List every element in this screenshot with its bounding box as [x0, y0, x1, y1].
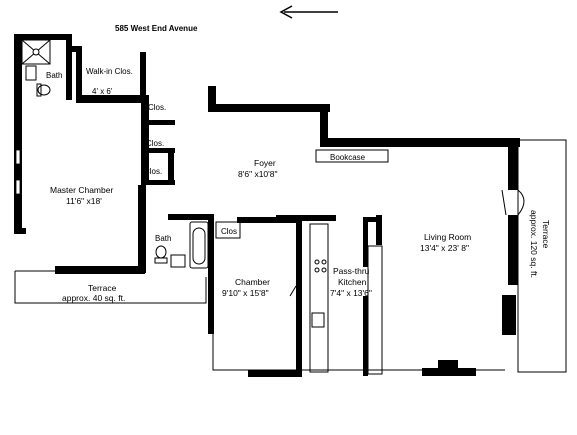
foyer-dims: 8'6" x10'8" [238, 169, 278, 179]
chamber-label: Chamber [235, 277, 270, 287]
master-bath-label: Bath [46, 71, 62, 80]
windows [15, 149, 21, 195]
walls [14, 34, 520, 377]
kitchen-label-line2: Kitchen [338, 277, 367, 287]
hall-closet-label: Clos [221, 227, 237, 236]
chamber-dims: 9'10" x 15'8" [222, 288, 269, 298]
kitchen-dims: 7'4" x 13'6" [330, 288, 372, 298]
address-label: 585 West End Avenue [115, 24, 198, 33]
closet-1-label: Clos. [148, 103, 166, 112]
closet-3-label: Clos. [144, 167, 162, 176]
bookcase-label: Bookcase [330, 153, 366, 162]
arrow-icon [279, 5, 338, 19]
walk-in-closet-label: Walk-in Clos. [86, 67, 133, 76]
master-chamber-dims: 11'6" x18' [66, 196, 102, 206]
foyer-label: Foyer [254, 158, 276, 168]
thin-walls [14, 39, 567, 375]
terrace-east-area: approx. 120 sq. ft. [529, 210, 539, 278]
terrace-east-label: Terrace [541, 220, 551, 249]
bath-label: Bath [155, 234, 171, 243]
room-labels: Bath Walk-in Clos. 4' x 6' Clos. Clos. C… [46, 67, 551, 303]
terrace-west-label: Terrace [88, 283, 117, 293]
master-chamber-label: Master Chamber [50, 185, 113, 195]
living-room-dims: 13'4" x 23' 8" [420, 243, 469, 253]
living-room-label: Living Room [424, 232, 471, 242]
walk-in-closet-dims: 4' x 6' [92, 87, 113, 96]
closet-2-label: Clos. [146, 139, 164, 148]
terrace-west-area: approx. 40 sq. ft. [62, 293, 125, 303]
kitchen-label-line1: Pass-thru [333, 266, 370, 276]
